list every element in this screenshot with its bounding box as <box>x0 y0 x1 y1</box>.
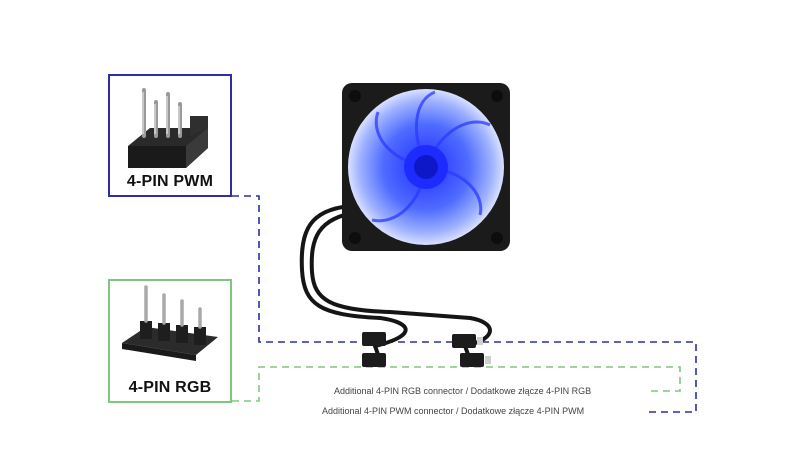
rgb-label: 4-PIN RGB <box>128 379 212 396</box>
pwm-connector-note: Additional 4-PIN PWM connector / Dodatko… <box>322 406 585 416</box>
rgb-connector-box: 4-PIN RGB <box>108 279 232 403</box>
pwm-connector-icon <box>128 88 208 168</box>
pwm-connector-box: 4-PIN PWM <box>108 74 232 197</box>
pwm-label: 4-PIN PWM <box>126 173 214 190</box>
cable-connectors <box>362 332 491 367</box>
rgb-connector-note: Additional 4-PIN RGB connector / Dodatko… <box>334 386 592 396</box>
fan-frame <box>342 83 510 251</box>
rgb-connector-icon <box>122 285 218 361</box>
pwm-line <box>232 195 697 413</box>
